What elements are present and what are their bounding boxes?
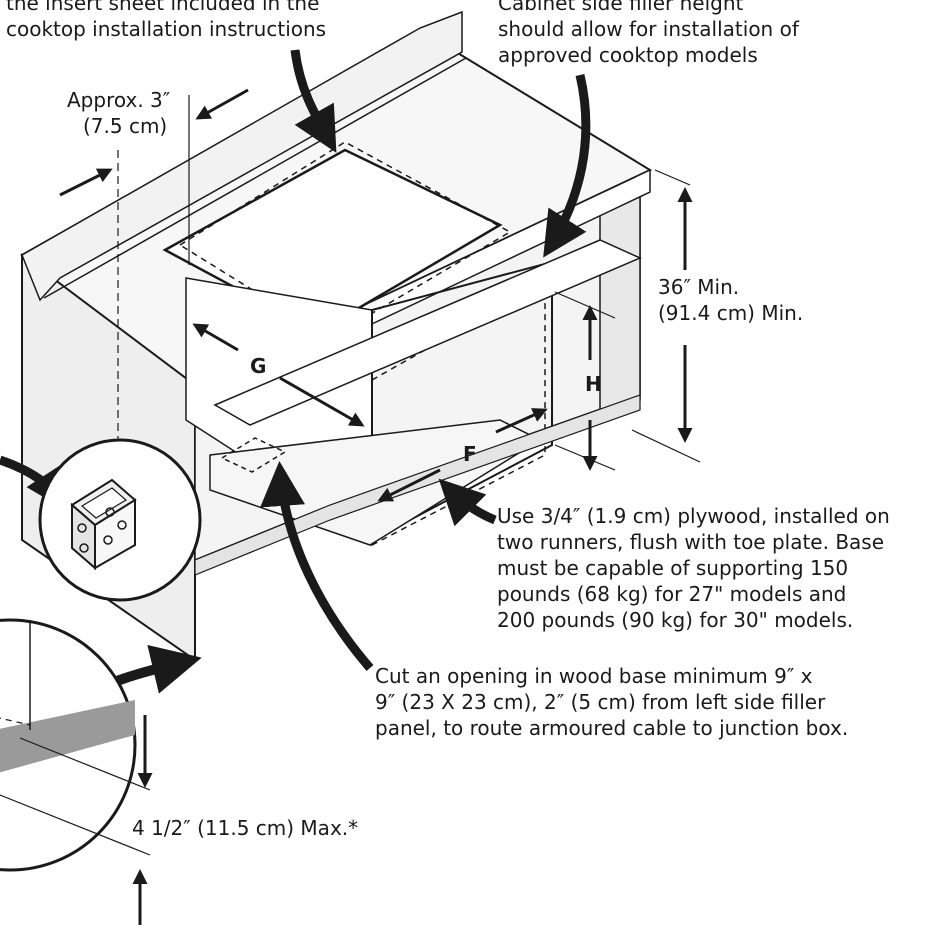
plywood-line-1: Use 3/4″ (1.9 cm) plywood, installed on <box>497 504 890 528</box>
top-right-note-line-3: approved cooktop models <box>498 43 758 67</box>
dimension-letter-f: F <box>463 442 477 466</box>
plywood-line-5: 200 pounds (90 kg) for 30" models. <box>497 608 854 632</box>
height-line-2: (91.4 cm) Min. <box>658 301 804 325</box>
opening-line-1: Cut an opening in wood base minimum 9″ x <box>375 664 813 688</box>
top-left-note-line-2: cooktop installation instructions <box>6 17 327 41</box>
top-right-note-line-2: should allow for installation of <box>498 17 799 41</box>
opening-note: Cut an opening in wood base minimum 9″ x… <box>375 663 848 741</box>
filler-callout-arrow <box>543 73 591 258</box>
opening-callout-arrow <box>260 461 374 671</box>
plywood-line-4: pounds (68 kg) for 27" models and <box>497 582 847 606</box>
cooktop-callout-arrow <box>290 49 337 153</box>
plywood-line-3: must be capable of supporting 150 <box>497 556 849 580</box>
toe-dimension-label: 4 1/2″ (11.5 cm) Max.* <box>132 816 359 840</box>
depth-dimension-label: Approx. 3″ (7.5 cm) <box>67 87 170 139</box>
plywood-callout-arrow <box>438 478 497 527</box>
depth-line-2: (7.5 cm) <box>82 114 168 138</box>
depth-arrow-right <box>59 168 113 197</box>
g-arrow-right <box>279 376 365 427</box>
dimension-letter-g: G <box>250 354 267 378</box>
top-right-note: Cabinet side filler height should allow … <box>498 0 799 68</box>
top-left-note-line-1: the insert sheet included in the <box>6 0 320 15</box>
depth-line-1: Approx. 3″ <box>67 88 171 112</box>
toe-kick-detail-floor <box>0 700 135 773</box>
opening-line-2: 9″ (23 X 23 cm), 2″ (5 cm) from left sid… <box>375 690 826 714</box>
plywood-note: Use 3/4″ (1.9 cm) plywood, installed on … <box>497 503 890 633</box>
g-arrow-left <box>192 323 239 352</box>
top-right-note-line-1: Cabinet side filler height <box>498 0 744 15</box>
dimension-letter-h: H <box>585 372 602 396</box>
opening-line-3: panel, to route armoured cable to juncti… <box>375 716 849 740</box>
f-arrow-left <box>377 468 441 502</box>
cable-opening <box>220 437 287 473</box>
top-left-note: the insert sheet included in the cooktop… <box>6 0 326 42</box>
toe-kick <box>194 394 641 576</box>
junction-box <box>70 478 137 571</box>
f-arrow-right <box>495 408 548 434</box>
depth-arrow-left <box>195 88 249 120</box>
plywood-line-2: two runners, flush with toe plate. Base <box>497 530 885 554</box>
backsplash <box>21 10 463 302</box>
cabinet-right-side-panel <box>599 186 641 417</box>
height-line-1: 36″ Min. <box>658 275 740 299</box>
height-dimension-label: 36″ Min. (91.4 cm) Min. <box>658 274 803 326</box>
inner-shelf <box>213 239 642 426</box>
